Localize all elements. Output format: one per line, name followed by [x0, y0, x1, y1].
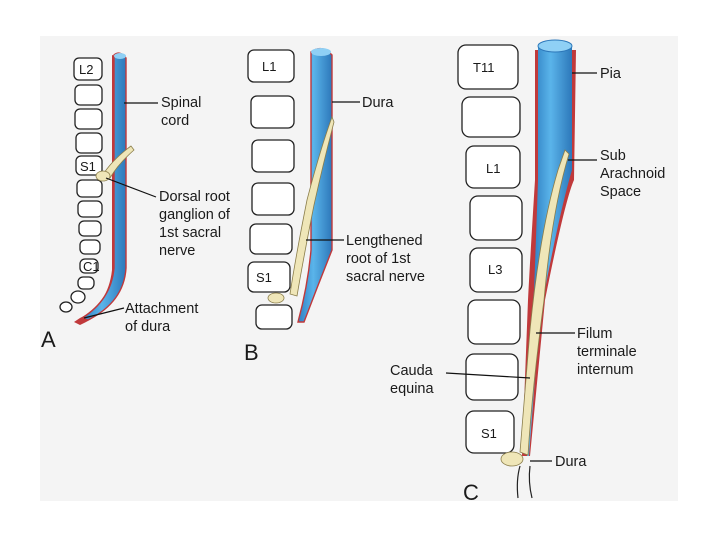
vertebra-l1 — [247, 49, 295, 83]
panel-c: T11 L1 L3 S1 Pia Sub Arachnoid Space Fil… — [390, 39, 669, 505]
label-lengthened-root: Lengthened root of 1st sacral nerve — [346, 233, 427, 285]
label-subarachnoid-space: Sub Arachnoid Space — [600, 148, 669, 200]
vertebra — [77, 276, 95, 290]
vertebra — [255, 304, 293, 330]
vertebra — [251, 139, 295, 173]
panel-a-dura — [74, 55, 126, 325]
vertebra-label-c1: C1 — [83, 259, 100, 274]
vertebra-label-l1: L1 — [486, 161, 500, 176]
vertebra — [74, 108, 103, 130]
coccyx-segment — [59, 301, 73, 313]
leader-cauda — [445, 372, 531, 379]
panel-b: L1 S1 Dura Lengthened root of 1st sacral… — [244, 47, 427, 365]
vertebra — [79, 239, 101, 255]
vertebra-l2 — [73, 57, 103, 81]
panel-c-ganglion — [500, 451, 524, 467]
label-dura-c: Dura — [555, 454, 587, 470]
vertebra — [467, 299, 521, 345]
label-attachment-of-dura: Attachment of dura — [125, 301, 202, 335]
vertebra-label-s1: S1 — [80, 159, 96, 174]
label-cauda-equina: Cauda equina — [390, 363, 437, 397]
vertebra-label-l3: L3 — [488, 262, 502, 277]
vertebra-label-l2: L2 — [79, 62, 93, 77]
panel-c-cauda-equina — [519, 149, 570, 456]
panel-b-ganglion — [267, 292, 285, 304]
vertebra-label-s1: S1 — [481, 426, 497, 441]
label-dura-b: Dura — [362, 95, 394, 111]
vertebra-c1 — [79, 258, 99, 274]
vertebra — [461, 96, 521, 138]
panel-a-cord-top — [114, 53, 126, 59]
vertebra-s1 — [465, 410, 515, 454]
vertebra — [469, 195, 523, 241]
label-spinal-cord: Spinal cord — [161, 95, 205, 129]
leader-dorsal-root — [105, 177, 157, 198]
coccyx-segment — [70, 290, 86, 304]
panel-a-vertebrae — [59, 57, 103, 313]
panel-c-vertebrae — [457, 44, 523, 454]
label-dorsal-root-ganglion: Dorsal root ganglion of 1st sacral nerve — [159, 189, 234, 259]
vertebra — [75, 132, 103, 154]
vertebra-t11 — [457, 44, 519, 90]
panel-letter-c: C — [463, 480, 479, 505]
vertebra — [77, 200, 103, 218]
vertebra-label-t11: T11 — [473, 60, 494, 75]
panel-b-vertebrae — [247, 49, 295, 330]
label-pia: Pia — [600, 66, 622, 82]
vertebra — [250, 95, 295, 129]
panel-a-nerve-root — [101, 145, 135, 179]
vertebra-l3 — [469, 247, 523, 293]
panel-a: L2 S1 C1 Spinal cord Dorsal root ganglio… — [41, 52, 234, 352]
vertebra — [249, 223, 293, 255]
vertebra-l1 — [465, 145, 521, 189]
leader-attachment — [83, 307, 125, 319]
vertebra — [74, 84, 103, 106]
panel-a-dorsal-root-ganglion — [95, 170, 111, 182]
vertebra — [251, 182, 295, 216]
vertebra — [76, 179, 103, 198]
vertebra-label-s1: S1 — [256, 270, 272, 285]
panel-letter-b: B — [244, 340, 259, 365]
panel-c-cord-top — [537, 39, 573, 53]
vertebra-s1 — [247, 261, 291, 293]
label-filum-terminale: Filum terminale internum — [577, 326, 641, 378]
vertebra — [78, 220, 102, 237]
panel-letter-a: A — [41, 327, 56, 352]
panel-c-dura-end — [516, 465, 533, 499]
vertebra-s1 — [75, 155, 103, 176]
vertebra-label-l1: L1 — [262, 59, 276, 74]
panel-b-cord-top — [311, 48, 331, 56]
